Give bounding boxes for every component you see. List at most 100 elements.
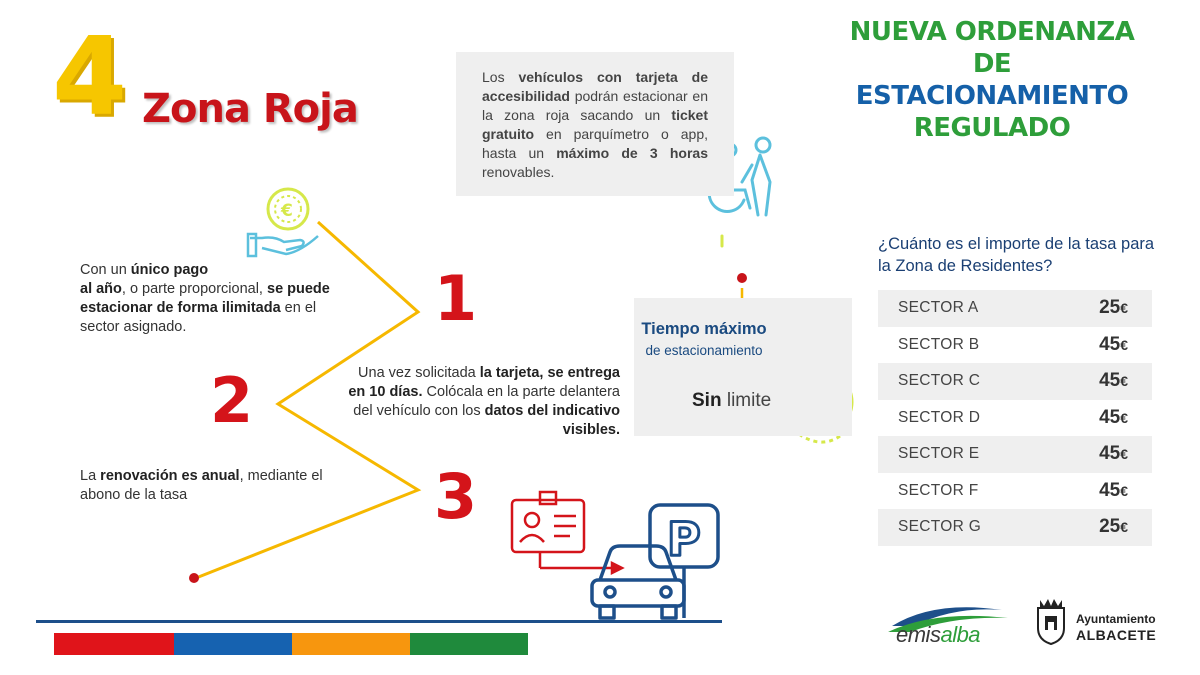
sector-amount: 25 <box>1099 516 1121 538</box>
table-row: SECTOR C 45€ <box>878 363 1152 400</box>
header-title-line2: ESTACIONAMIENTO REGULADO <box>832 80 1152 144</box>
sector-price: 45€ <box>1099 370 1128 392</box>
sector-amount: 45 <box>1099 333 1121 355</box>
zone-number: 4 <box>52 15 128 140</box>
step-1-bold-c: se puede estacionar de forma ilimitada <box>80 281 330 316</box>
step-2-bold-b: se entrega en 10 días. <box>348 365 620 400</box>
sector-name: SECTOR A <box>898 299 979 317</box>
step-2-description: Una vez solicitada la tarjeta, se entreg… <box>340 364 620 440</box>
zone-title: Zona Roja <box>142 86 359 132</box>
step-1-text-d: en el sector asignado. <box>80 300 317 335</box>
accessibility-info-box: Los vehículos con tarjeta de accesibilid… <box>456 52 734 196</box>
sector-price: 25€ <box>1099 297 1128 319</box>
table-row: SECTOR D 45€ <box>878 400 1152 437</box>
emisalba-logo-text: emisalba <box>896 622 981 648</box>
footer-divider <box>36 620 722 623</box>
table-row: SECTOR F 45€ <box>878 473 1152 510</box>
access-bold-b: ticket gratuito <box>482 107 708 142</box>
sector-price: 45€ <box>1099 334 1128 356</box>
header-title-word-regulado: REGULADO <box>913 113 1071 143</box>
sector-currency: € <box>1120 446 1128 463</box>
alba-word: alba <box>940 622 981 647</box>
color-bar-red <box>54 633 174 655</box>
euro-symbol-text: € <box>280 201 293 221</box>
emis-word: emis <box>896 622 941 647</box>
step-2-bold-c: datos del indicativo visibles. <box>484 403 620 438</box>
color-bar-orange <box>292 633 410 655</box>
sector-name: SECTOR D <box>898 408 981 426</box>
sector-currency: € <box>1120 300 1128 317</box>
table-row: SECTOR A 25€ <box>878 290 1152 327</box>
step-1-bold-a: único pago <box>130 262 209 278</box>
accessibility-text: Los vehículos con tarjeta de accesibilid… <box>482 68 708 182</box>
sector-name: SECTOR E <box>898 445 980 463</box>
max-time-subtitle: de estacionamiento <box>645 343 763 358</box>
max-time-value-rest: limite <box>721 390 772 411</box>
sector-name: SECTOR G <box>898 518 982 536</box>
sector-amount: 45 <box>1099 479 1121 501</box>
parking-letter-text: P <box>667 512 701 566</box>
max-time-box: Tiempo máximo de estacionamiento Sin lim… <box>634 298 852 436</box>
access-text-a: Los <box>482 69 519 85</box>
sector-currency: € <box>1120 373 1128 390</box>
sector-currency: € <box>1120 336 1128 353</box>
header-title: NUEVA ORDENANZA DE ESTACIONAMIENTO REGUL… <box>832 16 1152 144</box>
parking-car-icon: P <box>590 503 720 620</box>
sector-price: 45€ <box>1099 443 1128 465</box>
step-2-text-c: Colócala en la parte delantera del vehíc… <box>353 384 620 419</box>
max-time-value-bold: Sin <box>692 390 722 411</box>
access-text-b: podrán estacionar en la zona roja sacand… <box>482 88 708 123</box>
step-3-text-a: La <box>80 468 101 484</box>
sector-price: 25€ <box>1099 516 1128 538</box>
access-text-c: en parquímetro o app, hasta un <box>482 126 708 161</box>
step-1-description: Con un único pago al año, o parte propor… <box>80 261 330 337</box>
access-bold-a: vehículos con tarjeta de accesibilidad <box>482 69 709 104</box>
color-bar-green <box>410 633 528 655</box>
step-3-description: La renovación es anual, mediante el abon… <box>80 467 340 505</box>
id-card-icon <box>510 490 625 576</box>
albacete-label: ALBACETE <box>1076 627 1157 643</box>
sector-price: 45€ <box>1099 480 1128 502</box>
table-row: SECTOR B 45€ <box>878 327 1152 364</box>
sector-name: SECTOR B <box>898 335 980 353</box>
connector-dot <box>737 273 747 283</box>
access-bold-c: máximo de 3 horas <box>556 145 708 161</box>
ayuntamiento-label: Ayuntamiento <box>1076 612 1156 626</box>
table-row: SECTOR G 25€ <box>878 509 1152 546</box>
sector-name: SECTOR F <box>898 481 979 499</box>
step-1-bold-b: al año <box>80 281 122 297</box>
emisalba-logo-swoosh-icon <box>888 607 1008 632</box>
step-2-bold-a: la tarjeta, <box>479 365 544 381</box>
header-title-word-estacionamiento: ESTACIONAMIENTO <box>855 81 1129 111</box>
path-end-dot <box>189 573 199 583</box>
sector-amount: 45 <box>1099 370 1121 392</box>
table-row: SECTOR E 45€ <box>878 436 1152 473</box>
zigzag-path <box>195 220 422 580</box>
euro-coin-hand-icon: € <box>246 187 319 258</box>
sector-amount: 45 <box>1099 443 1121 465</box>
step-number-2: 2 <box>210 364 253 437</box>
sector-currency: € <box>1120 482 1128 499</box>
sector-currency: € <box>1120 519 1128 536</box>
step-1-text-a: Con un <box>80 262 131 278</box>
sector-currency: € <box>1120 409 1128 426</box>
max-time-value: Sin limite <box>692 390 771 412</box>
sector-amount: 45 <box>1099 406 1121 428</box>
sector-price: 45€ <box>1099 407 1128 429</box>
step-3-text-b: , mediante el abono de la tasa <box>80 468 323 503</box>
sector-amount: 25 <box>1099 297 1121 319</box>
color-bar-blue <box>174 633 292 655</box>
step-3-bold-a: renovación es anual <box>100 468 240 484</box>
albacete-crest-icon <box>1037 599 1065 646</box>
access-text-d: renovables. <box>482 164 555 180</box>
step-2-text-a: Una vez solicitada <box>358 365 480 381</box>
tariff-question: ¿Cuánto es el importe de la tasa para la… <box>878 235 1155 275</box>
step-number-1: 1 <box>434 262 477 335</box>
step-1-text-c: , o parte proporcional, <box>121 281 267 297</box>
header-title-line1: NUEVA ORDENANZA DE <box>849 17 1135 79</box>
max-time-title: Tiempo máximo <box>641 320 767 338</box>
sector-name: SECTOR C <box>898 372 981 390</box>
step-number-3: 3 <box>434 460 477 533</box>
